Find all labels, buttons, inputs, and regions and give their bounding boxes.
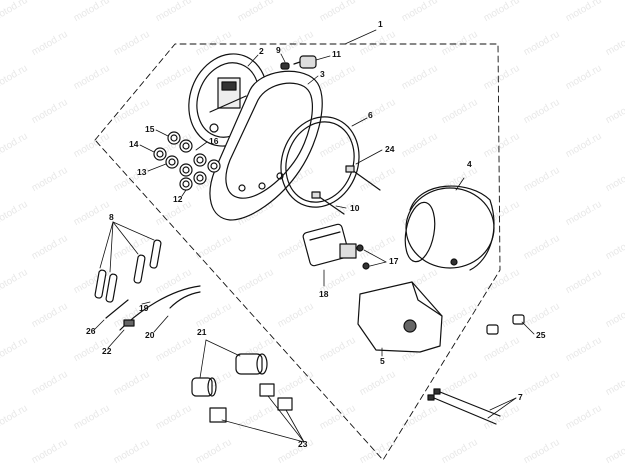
- callout-2: 2: [259, 46, 264, 56]
- screws: [356, 244, 370, 270]
- callout-21: 21: [197, 327, 207, 337]
- grommet-set: [153, 131, 221, 191]
- bezel-ring: [280, 116, 360, 208]
- knob: [293, 55, 317, 69]
- callout-18: 18: [319, 289, 329, 299]
- callout-20: 20: [145, 330, 155, 340]
- leader-14: [139, 144, 155, 153]
- leader-19: [141, 301, 151, 305]
- small-nut: [280, 62, 290, 70]
- callout-11: 11: [332, 49, 341, 59]
- callout-22: 22: [102, 346, 112, 356]
- leader-1: [344, 29, 377, 45]
- bulbs: [94, 239, 162, 303]
- leader-15: [155, 129, 169, 137]
- leader-7: [489, 397, 517, 411]
- leader-26: [93, 319, 105, 331]
- callout-19: 19: [139, 303, 149, 313]
- clips: [209, 383, 293, 423]
- callout-17: 17: [389, 256, 399, 266]
- callout-15: 15: [145, 124, 155, 134]
- callout-25: 25: [536, 330, 546, 340]
- studs: [311, 165, 381, 215]
- leader-24: [355, 149, 383, 165]
- rear-cup: [404, 185, 495, 271]
- leader-21b: [205, 339, 241, 357]
- leader-2: [247, 54, 259, 67]
- leader-11: [315, 55, 331, 61]
- leader-8d: [112, 221, 155, 241]
- leader-8b: [109, 221, 114, 273]
- callout-4: 4: [467, 159, 472, 169]
- leader-10: [335, 205, 347, 209]
- callout-7: 7: [518, 392, 523, 402]
- callout-5: 5: [380, 356, 385, 366]
- leader-23a: [221, 419, 305, 443]
- callout-9: 9: [276, 45, 281, 55]
- callout-23: 23: [298, 439, 308, 449]
- cap-nuts: [486, 314, 525, 335]
- callout-1: 1: [378, 19, 383, 29]
- long-screws: [427, 388, 501, 425]
- leader-7b: [487, 397, 517, 419]
- leader-22: [107, 329, 125, 349]
- callout-16: 16: [209, 136, 219, 146]
- callout-26: 26: [86, 326, 96, 336]
- leader-12: [181, 189, 187, 197]
- leader-4: [455, 177, 465, 191]
- leader-17b: [369, 261, 387, 267]
- housing: [209, 70, 323, 221]
- cover: [357, 281, 443, 353]
- leader-9: [280, 53, 286, 63]
- callout-14: 14: [129, 139, 139, 149]
- callout-12: 12: [173, 194, 183, 204]
- callout-6: 6: [368, 110, 373, 120]
- leader-6: [351, 117, 368, 127]
- leader-23b: [267, 395, 305, 443]
- callout-8: 8: [109, 212, 114, 222]
- sleeves: [191, 353, 268, 397]
- leader-23c: [285, 409, 305, 443]
- leader-13: [147, 163, 167, 172]
- leader-8a: [99, 221, 114, 269]
- leader-17: [363, 249, 387, 263]
- callout-13: 13: [137, 167, 147, 177]
- assembly-boundary: [94, 43, 501, 461]
- leader-8c: [112, 221, 139, 255]
- leader-3: [307, 75, 319, 85]
- leader-21a: [199, 339, 207, 379]
- leader-16: [195, 141, 208, 151]
- callout-24: 24: [385, 144, 395, 154]
- callout-3: 3: [320, 69, 325, 79]
- leader-25: [521, 321, 535, 335]
- leader-20: [153, 315, 169, 333]
- callout-10: 10: [350, 203, 360, 213]
- cable-fittings: [105, 285, 201, 331]
- sender-unit: [302, 223, 357, 267]
